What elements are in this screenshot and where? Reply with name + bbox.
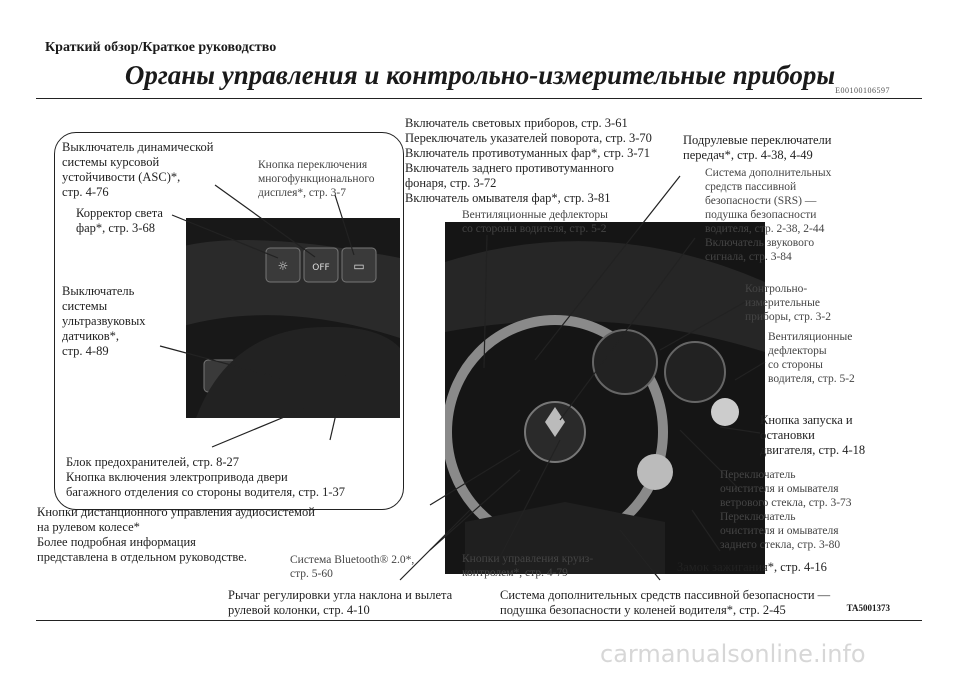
dashboard-photo xyxy=(442,222,765,574)
switch-panel-photo: ☼ OFF ▭ xyxy=(176,218,400,418)
label-paddle-shifters: Подрулевые переключатели передач*, стр. … xyxy=(683,133,832,162)
label-bluetooth: Система Bluetooth® 2.0*, стр. 5-60 xyxy=(290,554,415,580)
label-headlight-leveling: Корректор света фар*, стр. 3-68 xyxy=(76,206,163,235)
label-engine-start-button: Кнопка запуска и остановки двигателя, ст… xyxy=(760,413,866,457)
bottom-divider xyxy=(36,620,922,621)
label-vent-driver-right: Вентиляционные дефлекторы со стороны вод… xyxy=(768,331,855,385)
label-ignition-lock: Замок зажигания*, стр. 4-16 xyxy=(677,560,827,574)
label-wiper-switches: Переключатель очистителя и омывателя вет… xyxy=(720,469,852,551)
label-vent-driver-left: Вентиляционные дефлекторы со стороны вод… xyxy=(462,209,608,235)
label-audio-remote: Кнопки дистанционного управления аудиоси… xyxy=(37,505,315,564)
section-header: Краткий обзор/Краткое руководство xyxy=(45,40,277,55)
top-divider xyxy=(36,98,922,99)
svg-text:▭: ▭ xyxy=(353,259,364,273)
watermark-text: carmanualsonline.info xyxy=(600,640,866,668)
label-instruments: Контрольно- измерительные приборы, стр. … xyxy=(745,283,831,323)
label-tilt-telescopic-lever: Рычаг регулировки угла наклона и вылета … xyxy=(228,588,453,617)
section-code: E00100106597 xyxy=(835,86,890,95)
label-srs-horn: Система дополнительных средств пассивной… xyxy=(705,167,832,263)
svg-text:OFF: OFF xyxy=(312,263,329,273)
label-asc-switch: Выключатель динамической системы курсово… xyxy=(62,140,214,199)
dashboard-illustration xyxy=(442,222,765,574)
label-fuse-and-tailgate: Блок предохранителей, стр. 8-27 Кнопка в… xyxy=(66,455,345,499)
page-title: Органы управления и контрольно-измерител… xyxy=(124,60,836,90)
label-cruise-control: Кнопки управления круиз- контролем*, стр… xyxy=(462,553,594,579)
label-ultrasonic-sensor-switch: Выключатель системы ультразвуковых датчи… xyxy=(62,284,146,358)
svg-text:☼: ☼ xyxy=(278,259,289,273)
label-knee-airbag: Система дополнительных средств пассивной… xyxy=(500,588,831,617)
figure-id: TA5001373 xyxy=(846,603,890,613)
label-multi-display-button: Кнопка переключения многофункционального… xyxy=(258,159,375,199)
switch-panel-illustration: ☼ OFF ▭ xyxy=(176,218,400,418)
label-lights-block: Включатель световых приборов, стр. 3-61 … xyxy=(405,116,652,205)
